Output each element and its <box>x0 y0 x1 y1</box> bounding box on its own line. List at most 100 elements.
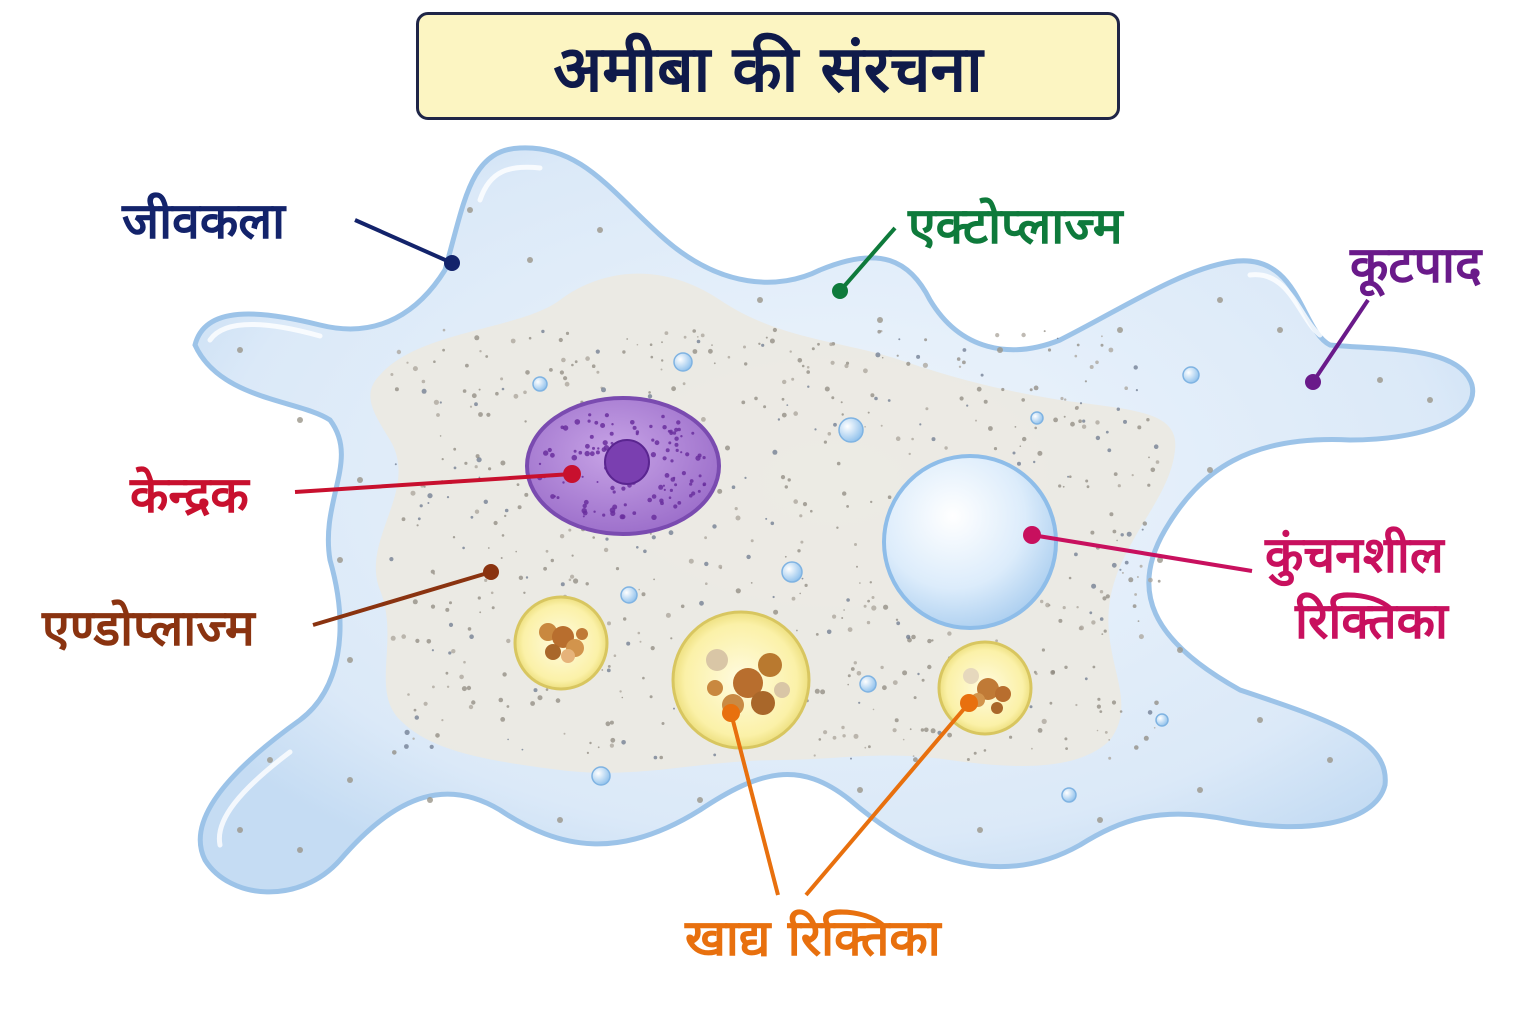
label-pseudopod: कूटपाद <box>1349 236 1483 297</box>
chromatin-dot <box>594 420 599 425</box>
granule <box>902 738 905 741</box>
granule <box>921 678 925 682</box>
granule <box>1029 388 1033 392</box>
chromatin-dot <box>677 501 682 505</box>
granule <box>1111 562 1117 568</box>
granule <box>872 708 875 711</box>
granule <box>1064 737 1068 741</box>
granule <box>1099 710 1103 713</box>
granule <box>773 609 779 615</box>
granule <box>413 708 417 712</box>
granule <box>513 393 519 399</box>
granule <box>1001 387 1005 392</box>
granule <box>826 629 832 635</box>
chromatin-dot <box>581 475 584 478</box>
granule <box>836 526 839 529</box>
chromatin-dot <box>562 481 565 484</box>
granule <box>1117 484 1121 488</box>
leader-line-ectoplasm <box>832 226 897 299</box>
granule <box>1137 425 1142 430</box>
granule <box>504 508 509 513</box>
granule <box>1257 717 1263 723</box>
granule <box>429 744 434 750</box>
leader-line-endoplasm <box>312 564 499 627</box>
granule <box>610 737 616 743</box>
granule <box>504 514 507 518</box>
granule <box>859 582 861 584</box>
granule <box>772 595 775 599</box>
granule <box>449 601 452 605</box>
granule <box>605 537 609 541</box>
granule <box>735 588 741 594</box>
granule <box>823 730 828 735</box>
granule <box>1327 757 1333 763</box>
label-food-vacuole: खाद्य रिक्तिका <box>684 909 943 967</box>
granule <box>781 397 785 401</box>
granule <box>452 536 456 539</box>
granule <box>525 370 530 375</box>
small-vacuoles <box>532 352 1200 803</box>
granule <box>880 424 883 427</box>
granule <box>421 388 427 394</box>
granule <box>585 582 589 586</box>
granule <box>1017 461 1021 466</box>
granule <box>1089 365 1094 369</box>
granule <box>1117 327 1123 333</box>
granule <box>1065 747 1068 750</box>
granule <box>1089 611 1093 615</box>
granule <box>919 423 922 426</box>
granule <box>416 524 419 527</box>
granule <box>927 664 932 670</box>
granule <box>1139 564 1143 568</box>
chromatin-dot <box>663 488 666 491</box>
granule <box>983 399 988 404</box>
granule <box>799 514 803 518</box>
granule <box>1154 700 1159 706</box>
granule <box>441 458 444 461</box>
granule <box>525 576 529 579</box>
granule <box>477 596 481 600</box>
granule <box>818 738 822 741</box>
chromatin-dot <box>702 456 706 460</box>
chromatin-dot <box>588 413 592 417</box>
granule <box>983 749 987 752</box>
granule <box>906 634 911 640</box>
granule <box>1095 435 1101 441</box>
chromatin-dot <box>673 504 678 509</box>
granule <box>1107 448 1112 453</box>
granule <box>1084 677 1088 681</box>
granule <box>870 500 873 504</box>
chromatin-dot <box>665 448 670 453</box>
chromatin-dot <box>698 474 702 478</box>
granule <box>637 631 641 635</box>
chromatin-dot <box>675 448 679 452</box>
small-vacuole <box>1030 411 1044 425</box>
granule <box>597 746 600 749</box>
granule <box>442 348 445 352</box>
granule <box>781 412 787 418</box>
granule <box>973 751 977 755</box>
granule <box>757 297 763 303</box>
granule <box>863 604 867 608</box>
label-endoplasm: एण्डोप्लाज्म <box>41 599 257 657</box>
granule <box>390 373 394 376</box>
granule <box>1142 521 1148 526</box>
granule <box>642 676 645 680</box>
chromatin-dot <box>573 449 577 453</box>
granule <box>799 592 801 595</box>
granule <box>754 396 758 401</box>
granule <box>713 362 716 365</box>
granule <box>465 363 469 368</box>
granule <box>1112 529 1117 534</box>
granule <box>357 477 363 483</box>
granule <box>700 333 705 338</box>
label-contractile-vacuole-line2: रिक्तिका <box>1294 592 1450 650</box>
granule <box>787 478 791 482</box>
granule <box>479 611 482 614</box>
granule <box>1131 474 1134 477</box>
chromatin-dot <box>669 431 674 435</box>
granule <box>1101 335 1103 338</box>
granule <box>761 343 765 347</box>
small-vacuole <box>781 561 803 583</box>
granule <box>436 413 440 417</box>
